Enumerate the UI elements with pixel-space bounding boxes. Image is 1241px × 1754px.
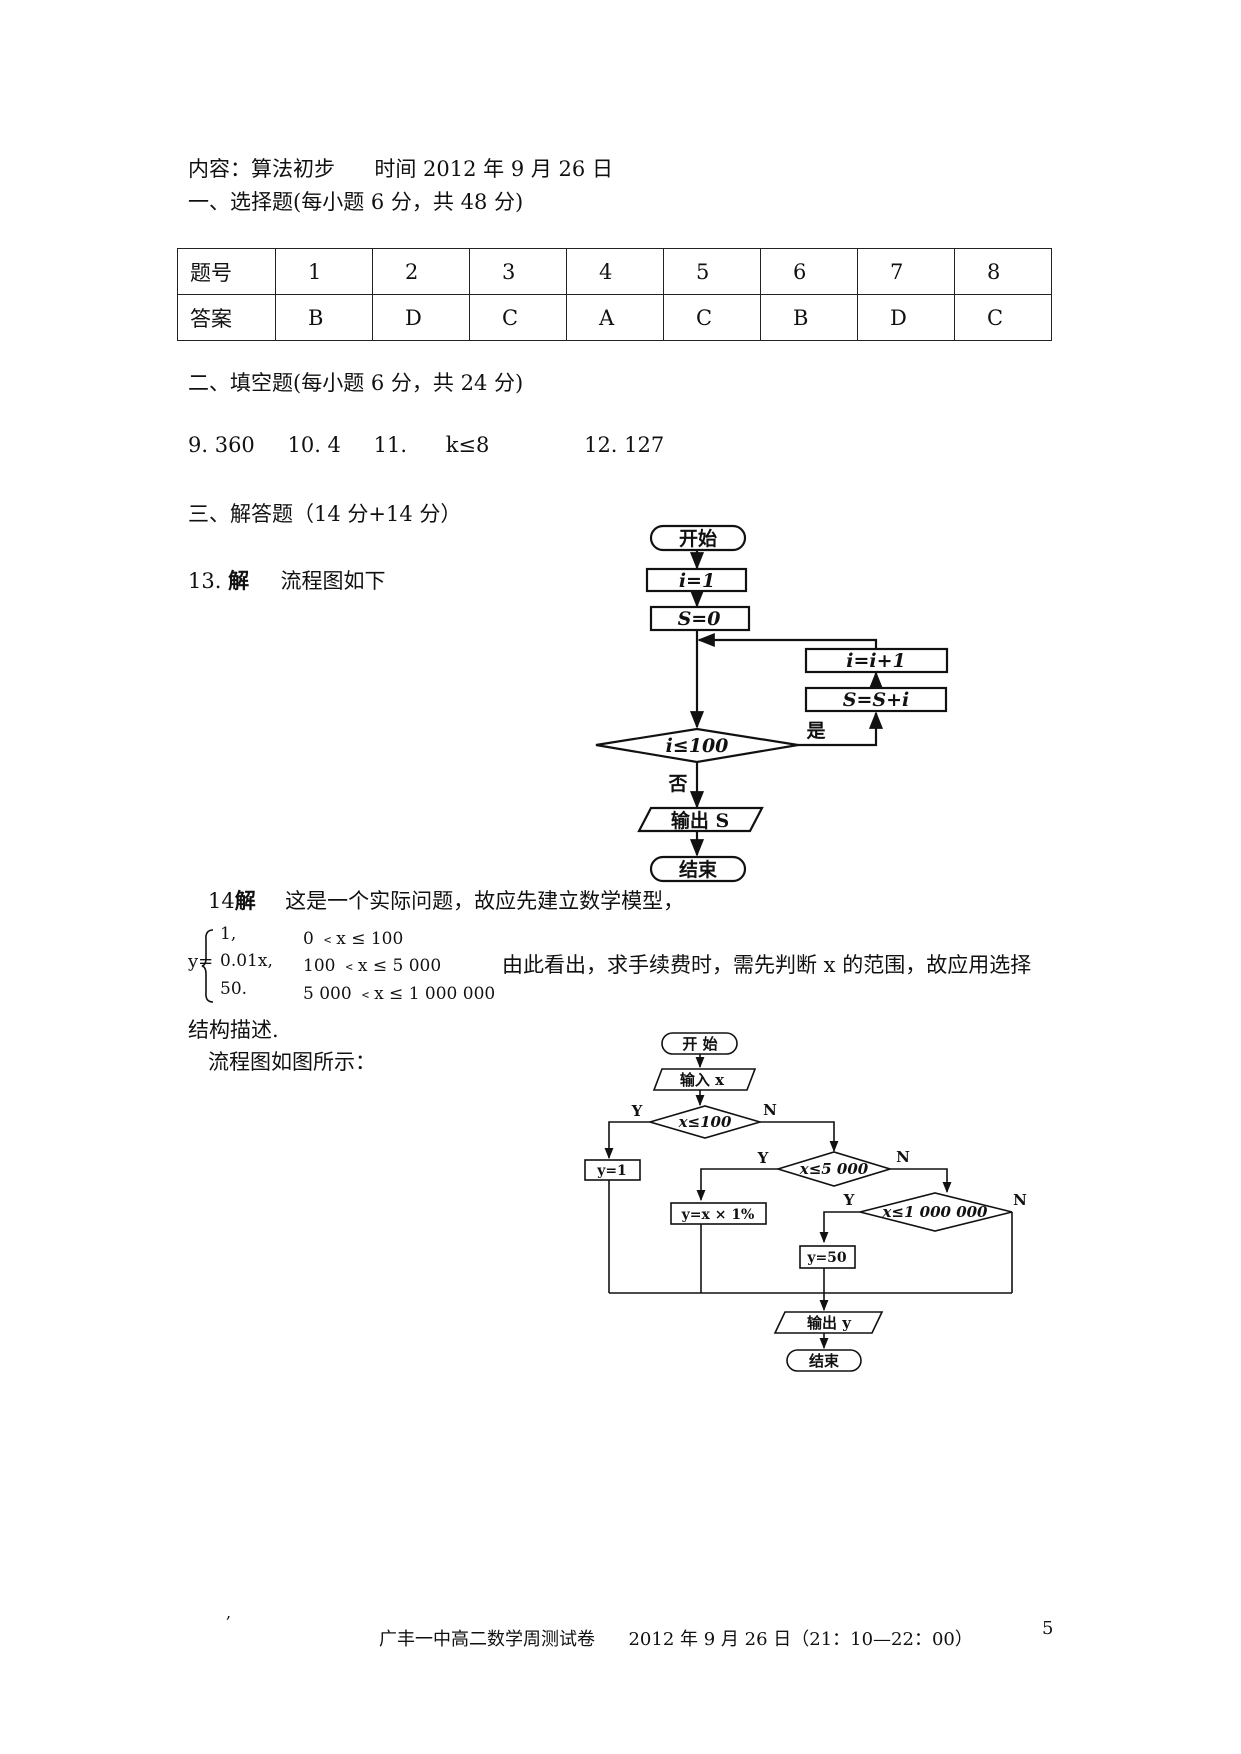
table-cell: B <box>760 294 858 341</box>
q13-solution-label: 解 <box>228 568 250 593</box>
flow14-end-text: 结束 <box>809 1352 840 1370</box>
q13-text: 流程图如下 <box>280 569 386 593</box>
piece-3-condition: 5 000 ﹤x ≤ 1 000 000 <box>303 984 496 1004</box>
flow14-no2-text: N <box>896 1148 910 1166</box>
flow13-end-text: 结束 <box>679 858 718 881</box>
flow14-output-text: 输出 y <box>807 1314 852 1332</box>
q14-flow-intro: 流程图如图所示： <box>208 1050 376 1074</box>
table-cell: 1 <box>275 248 373 295</box>
flow13-end-shape <box>649 855 747 883</box>
flow13-output-text: 输出 S <box>671 809 729 832</box>
flow13-output-shape <box>637 806 764 833</box>
footer-title: 广丰一中高二数学周测试卷 <box>379 1629 595 1650</box>
table-cell: 8 <box>954 248 1052 295</box>
fill-answer-9: 9. 360 <box>188 433 255 457</box>
section1-title: 一、选择题(每小题 6 分，共 48 分) <box>188 190 524 214</box>
section3-title: 三、解答题（14 分+14 分） <box>188 502 462 526</box>
page-number: 5 <box>1042 1618 1054 1639</box>
flow13-init-i-text: i=1 <box>679 570 715 592</box>
fill-answers: 9. 360 10. 4 11. k≤8 12. 127 <box>188 433 664 457</box>
time-label: 时间 2012 年 9 月 26 日 <box>374 157 613 181</box>
q14-solution-label: 解 <box>234 888 256 913</box>
flow13-no-text: 否 <box>667 773 687 795</box>
q14-number: 14 <box>208 889 235 913</box>
flow14-y3-text: y=50 <box>806 1250 847 1266</box>
piece-3-value: 50. <box>220 979 248 999</box>
table-row-numbers: 题号 1 2 3 4 5 6 7 8 <box>177 248 1052 295</box>
piecewise-brace <box>201 929 214 1003</box>
flow14-y1-shape <box>584 1159 641 1181</box>
flow14-no1-text: N <box>763 1101 777 1119</box>
flow14-y3-shape <box>799 1245 856 1269</box>
flow13-acc-s-text: S=S+i <box>843 689 910 711</box>
table-cell: D <box>372 294 470 341</box>
flow14-output-shape <box>773 1311 884 1334</box>
piece-1-condition: 0 ﹤x ≤ 100 <box>303 929 404 949</box>
section2-title: 二、填空题(每小题 6 分，共 24 分) <box>188 371 524 395</box>
flow13-start-text: 开始 <box>679 527 717 550</box>
flow13-yes-text: 是 <box>806 720 825 742</box>
flow14-input-text: 输入 x <box>680 1071 725 1089</box>
flow13-init-s-shape <box>649 605 751 632</box>
flow14-y2-shape <box>670 1202 767 1225</box>
flow13-init-s-text: S=0 <box>678 608 721 630</box>
flow14-yes2-text: Y <box>757 1149 769 1167</box>
flow14-y1-text: y=1 <box>596 1163 627 1179</box>
piecewise-y-label: y= <box>188 951 214 972</box>
footer-date: 2012 年 9 月 26 日（21：10—22：00） <box>628 1629 973 1650</box>
answer-table: 题号 1 2 3 4 5 6 7 8 答案 B D C A C B D C <box>177 248 1052 341</box>
table-cell: C <box>663 294 761 341</box>
fill-answer-12: 12. 127 <box>584 433 665 457</box>
header-line: 内容：算法初步 时间 2012 年 9 月 26 日 <box>188 153 613 183</box>
table-cell: C <box>954 294 1052 341</box>
row-header-number: 题号 <box>177 248 276 295</box>
flow14-no3-text: N <box>1013 1191 1027 1209</box>
flow14-cond2-text: x≤5 000 <box>799 1160 869 1178</box>
flow14-end-shape <box>786 1349 862 1372</box>
piece-1-value: 1, <box>220 924 237 944</box>
footer-line: 广丰一中高二数学周测试卷 2012 年 9 月 26 日（21：10—22：00… <box>379 1625 973 1651</box>
table-row-answers: 答案 B D C A C B D C <box>177 294 1052 341</box>
fill-answer-11: 11. <box>373 433 408 457</box>
piece-2-condition: 100 ﹤x ≤ 5 000 <box>303 956 442 976</box>
table-cell: A <box>566 294 664 341</box>
flow14-cond3-text: x≤1 000 000 <box>881 1203 988 1221</box>
fill-answer-11-value: k≤8 <box>445 433 490 457</box>
flow14-y2-text: y=x × 1% <box>681 1207 755 1223</box>
q14-line: 14解 这是一个实际问题，故应先建立数学模型， <box>208 885 684 915</box>
footer-mark: , <box>226 1603 232 1622</box>
fill-answer-10: 10. 4 <box>287 433 341 457</box>
flow13-inc-i-text: i=i+1 <box>846 650 906 672</box>
flow14-cond1-text: x≤100 <box>678 1113 732 1131</box>
table-cell: B <box>275 294 373 341</box>
q13-number: 13. <box>188 569 222 593</box>
table-cell: D <box>857 294 955 341</box>
q14-after-text2: 结构描述. <box>188 1018 279 1042</box>
q13-line: 13. 解 流程图如下 <box>188 565 385 595</box>
flow14-start-text: 开 始 <box>682 1035 717 1053</box>
flow14-yes1-text: Y <box>631 1102 643 1120</box>
table-cell: 4 <box>566 248 664 295</box>
flow14-yes3-text: Y <box>843 1191 855 1209</box>
flow14-input-shape <box>652 1068 757 1091</box>
table-cell: 7 <box>857 248 955 295</box>
content-label: 内容：算法初步 <box>188 157 335 181</box>
piece-2-value: 0.01x, <box>220 951 273 971</box>
q14-after-text: 由此看出，求手续费时，需先判断 x 的范围，故应用选择 <box>502 953 1032 977</box>
flow13-cond-text: i≤100 <box>666 735 729 757</box>
q14-text: 这是一个实际问题，故应先建立数学模型， <box>285 889 685 913</box>
